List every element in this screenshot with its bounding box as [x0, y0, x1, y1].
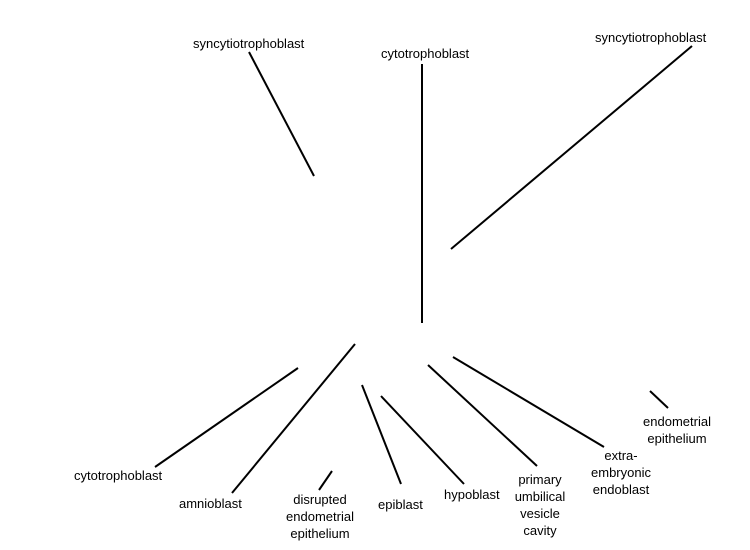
- leader-line-amnioblast: [231, 343, 356, 494]
- leader-line-disrupted-endometrial-epithelium: [318, 470, 333, 491]
- label-extraembryonic-endoblast: extra- embryonic endoblast: [591, 448, 651, 497]
- label-syncytiotrophoblast-top-left: syncytiotrophoblast: [193, 36, 305, 51]
- leader-line-primary-umbilical-vesicle-cavity: [427, 364, 538, 467]
- label-primary-umbilical-vesicle-cavity: primary umbilical vesicle cavity: [514, 472, 566, 538]
- label-epiblast: epiblast: [378, 497, 423, 512]
- label-amnioblast: amnioblast: [179, 496, 242, 511]
- label-cytotrophoblast-top: cytotrophoblast: [381, 46, 470, 61]
- label-disrupted-endometrial-epithelium: disrupted endometrial epithelium: [286, 492, 354, 541]
- label-syncytiotrophoblast-top-right: syncytiotrophoblast: [595, 30, 707, 45]
- leader-line-epiblast: [361, 384, 402, 485]
- leader-line-cytotrophoblast-bottom: [154, 367, 299, 468]
- leader-line-syncytiotrophoblast-right: [450, 45, 693, 250]
- label-hypoblast: hypoblast: [444, 487, 500, 502]
- leader-line-extraembryonic-endoblast: [452, 356, 605, 448]
- leader-line-endometrial-epithelium: [649, 390, 669, 409]
- leader-line-syncytiotrophoblast-left: [248, 51, 315, 177]
- label-cytotrophoblast-bottom: cytotrophoblast: [74, 468, 163, 483]
- label-endometrial-epithelium: endometrial epithelium: [643, 414, 711, 446]
- leader-line-hypoblast: [380, 395, 465, 485]
